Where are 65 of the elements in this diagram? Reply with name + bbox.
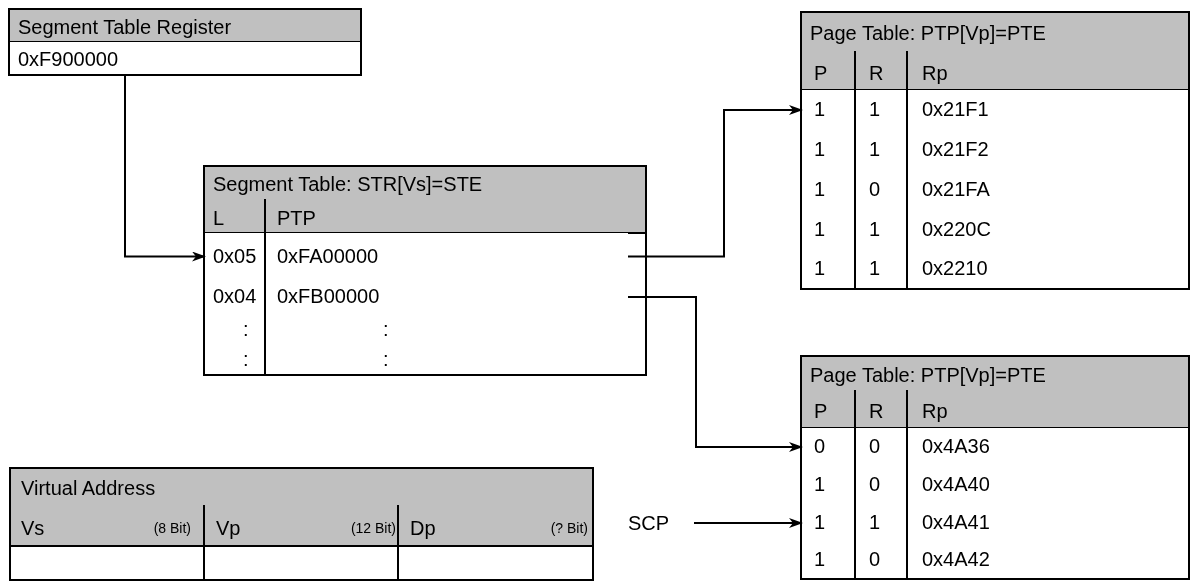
column-header: P <box>814 60 829 86</box>
table-cell-text: 0xF900000 <box>18 47 120 72</box>
table-cell-text: 0x21FA <box>922 177 991 202</box>
table-cell-text: 0xFB00000 <box>277 284 381 309</box>
page-table <box>800 355 1190 580</box>
table-cell-text: 0 <box>869 547 882 572</box>
table-cell-text: 0xFA00000 <box>277 243 380 269</box>
page-table <box>800 11 1190 290</box>
table-cell-text: 0x21F1 <box>922 97 990 122</box>
table-cell-text: 1 <box>814 510 827 535</box>
table-cell-text: 0x4A36 <box>922 434 991 459</box>
table-cell-text: 0x220C <box>922 217 992 242</box>
table-cell-text: 1 <box>814 97 827 122</box>
column-header: L <box>213 206 226 231</box>
table-title: Virtual Address <box>21 476 157 501</box>
segment-table <box>203 165 647 376</box>
table-title: Segment Table: STR[Vs]=STE <box>213 172 484 197</box>
table-cell-text: 0x04 <box>213 284 258 309</box>
column-header: Vp <box>216 515 242 541</box>
column-header: Vs <box>21 515 46 541</box>
arrow <box>124 75 206 262</box>
column-header: R <box>869 60 885 86</box>
table-cell-text: 1 <box>869 510 882 535</box>
column-header: R <box>869 399 885 424</box>
table-cell-text: 1 <box>869 97 882 122</box>
table-cell-text: 0 <box>869 177 882 202</box>
table-cell-text: : <box>383 316 390 342</box>
bit-width-note: (? Bit) <box>549 518 588 538</box>
table-cell-text: 1 <box>869 217 882 242</box>
virtual-address-table <box>9 467 594 581</box>
column-header: Dp <box>410 515 437 541</box>
table-title: Segment Table Register <box>18 15 233 40</box>
table-cell-text: : <box>383 346 390 372</box>
column-header: P <box>814 399 829 424</box>
arrow <box>627 105 803 258</box>
table-cell-text: 1 <box>814 217 827 242</box>
bit-width-note: (8 Bit) <box>152 518 191 538</box>
table-cell-text: 1 <box>869 137 882 162</box>
table-cell-text: 0 <box>869 434 882 459</box>
table-cell-text: 0x2210 <box>922 256 989 281</box>
arrow <box>693 518 803 528</box>
register-box <box>8 8 362 76</box>
table-cell-text: : <box>243 316 250 342</box>
table-title: Page Table: PTP[Vp]=PTE <box>810 362 1047 388</box>
text-label: SCP <box>628 511 671 536</box>
column-header: Rp <box>922 399 949 424</box>
table-cell-text: 0x4A42 <box>922 547 991 572</box>
table-cell-text: 0x21F2 <box>922 137 990 162</box>
table-cell-text: 1 <box>814 137 827 162</box>
column-header: Rp <box>922 60 949 86</box>
table-cell-text: 1 <box>814 256 827 281</box>
table-cell-text: 1 <box>814 177 827 202</box>
arrow <box>627 296 803 452</box>
table-cell-text: 0x05 <box>213 243 258 269</box>
table-cell-text: 1 <box>814 472 827 497</box>
table-cell-text: 0x4A41 <box>922 510 991 535</box>
bit-width-note: (12 Bit) <box>349 518 396 538</box>
column-header: PTP <box>277 206 317 231</box>
table-cell-text: 1 <box>814 547 827 572</box>
table-title: Page Table: PTP[Vp]=PTE <box>810 21 1047 46</box>
table-cell-text: 0 <box>869 472 882 497</box>
table-cell-text: 0x4A40 <box>922 472 991 497</box>
table-cell-text: 1 <box>869 256 882 281</box>
table-cell-text: : <box>243 346 250 372</box>
table-cell-text: 0 <box>814 434 827 459</box>
